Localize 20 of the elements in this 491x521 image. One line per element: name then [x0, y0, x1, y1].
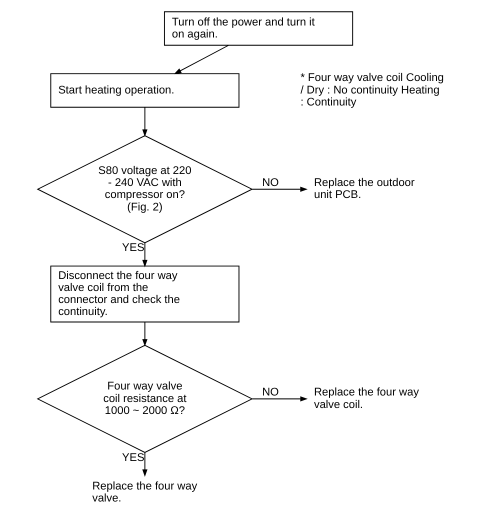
arrow	[142, 106, 148, 137]
arrow	[142, 322, 148, 347]
edge-label: NO	[262, 386, 279, 399]
node-box: Start heating operation.	[50, 73, 240, 108]
arrow	[252, 186, 308, 192]
label: * Four way valve coil Cooling / Dry : No continuity Heating : Continuity	[300, 72, 444, 108]
edge-label: YES	[122, 242, 144, 254]
node-diamond: Four way valve coil resistance at 1000 ~ 2000 Ω?	[36, 344, 254, 453]
arrow	[174, 44, 229, 74]
arrow	[252, 396, 308, 402]
node-box: Turn off the power and turn it on again.	[164, 11, 354, 46]
node-text: Replace the outdoor unit PCB.	[314, 177, 415, 202]
node-text: Replace the four way valve.	[92, 480, 198, 504]
arrow	[142, 452, 148, 477]
edge-label: NO	[262, 177, 279, 190]
edge-label: YES	[122, 452, 144, 464]
node-text: Replace the four way valve coil.	[314, 386, 419, 411]
node-box: Disconnect the four way valve coil from the connector and check the continuity.	[50, 266, 240, 322]
node-diamond: S80 voltage at 220 - 240 VAC with compressor on? (Fig. 2)	[36, 135, 254, 244]
arrow	[142, 242, 148, 268]
